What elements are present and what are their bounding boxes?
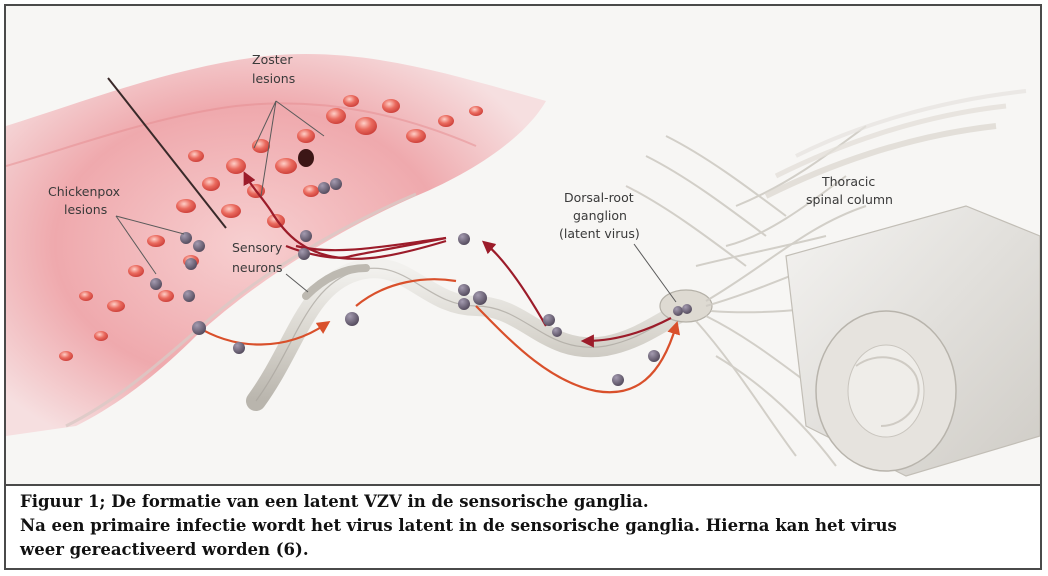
label-sensory-neurons-2: neurons [232, 260, 282, 275]
label-thoracic-spinal-column-2: spinal column [806, 192, 893, 207]
vzv-latency-illustration: Zoster lesions Chickenpox lesions Sensor… [6, 6, 1040, 484]
figure-caption: Figuur 1; De formatie van een latent VZV… [20, 490, 1020, 562]
label-zoster-lesions-1: Zoster [252, 52, 293, 67]
label-dorsal-root-1: Dorsal-root [564, 190, 634, 205]
caption-text-line-2: weer gereactiveerd worden (6). [20, 538, 1020, 562]
caption-divider [6, 484, 1040, 486]
label-sensory-neurons-1: Sensory [232, 240, 283, 255]
figure-frame: Zoster lesions Chickenpox lesions Sensor… [4, 4, 1042, 570]
label-thoracic-spinal-column-1: Thoracic [821, 174, 875, 189]
label-chickenpox-lesions-1: Chickenpox [48, 184, 120, 199]
caption-title: Figuur 1; De formatie van een latent VZV… [20, 490, 1020, 514]
label-dorsal-root-2: ganglion [573, 208, 627, 223]
caption-text-line-1: Na een primaire infectie wordt het virus… [20, 514, 1020, 538]
label-zoster-lesions-2: lesions [252, 71, 295, 86]
label-dorsal-root-3: (latent virus) [559, 226, 640, 241]
label-chickenpox-lesions-2: lesions [64, 202, 107, 217]
